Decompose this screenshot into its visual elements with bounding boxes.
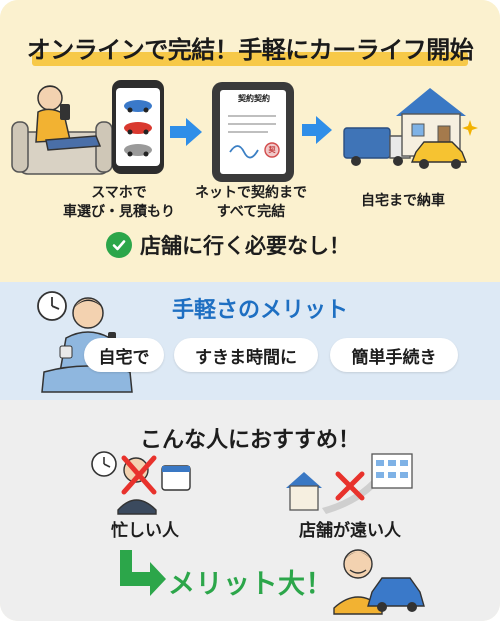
far-store-label: 店舗が遠い人: [299, 521, 401, 541]
far-store-illustration: [286, 453, 413, 514]
smartphone-illustration: [112, 80, 164, 174]
busy-person-label: 忙しい人: [111, 521, 179, 541]
person-on-sofa-illustration: [11, 85, 113, 175]
happy-person-with-car-illustration: [333, 549, 425, 615]
flow-arrow-2: [302, 116, 332, 144]
busy-person-illustration: [91, 451, 191, 515]
merit-pill-spare-time: すきま時間に: [174, 338, 318, 372]
big-merit-text: メリット大！: [168, 569, 333, 600]
yellow-car-illustration: [410, 120, 478, 169]
merit-pill-easy-procedure: 簡単手続き: [330, 338, 458, 372]
merit-title: 手軽さのメリット: [171, 298, 348, 323]
contract-seal-text: 契: [268, 146, 276, 154]
title-highlight-bar: [32, 52, 468, 66]
flow-illustrations: [11, 80, 478, 182]
step1-label: スマホで 車選び・見積もり: [52, 184, 186, 222]
step2-label: ネットで契約まで すべて完結: [182, 184, 320, 222]
flow-arrow-1: [170, 118, 202, 146]
step3-label: 自宅まで納車: [346, 192, 460, 211]
no-store-text: 店舗に行く必要なし！: [140, 234, 350, 258]
contract-document-title: 契約契約: [238, 94, 270, 103]
step3-line1: 自宅まで納車: [361, 193, 445, 209]
recommend-title: こんな人におすすめ！: [139, 428, 360, 453]
green-turn-arrow-icon: [120, 550, 166, 596]
title-banner: オンラインで完結！手軽にカーライフ開始: [18, 26, 482, 66]
page-title: オンラインで完結！手軽にカーライフ開始: [26, 36, 474, 64]
check-icon: [106, 232, 132, 258]
no-store-needed: 店舗に行く必要なし！: [106, 228, 406, 262]
step1-line1: スマホで: [91, 185, 147, 201]
step1-line2: 車選び・見積もり: [63, 204, 175, 220]
cross-icon-far: [335, 471, 365, 501]
step2-line1: ネットで契約まで: [195, 185, 307, 201]
contract-tablet-illustration: [212, 82, 294, 182]
cross-icon-busy: [121, 455, 157, 495]
step2-line2: すべて完結: [216, 204, 286, 220]
recommend-section: [0, 400, 500, 621]
merit-pill-home: 自宅で: [84, 338, 164, 372]
